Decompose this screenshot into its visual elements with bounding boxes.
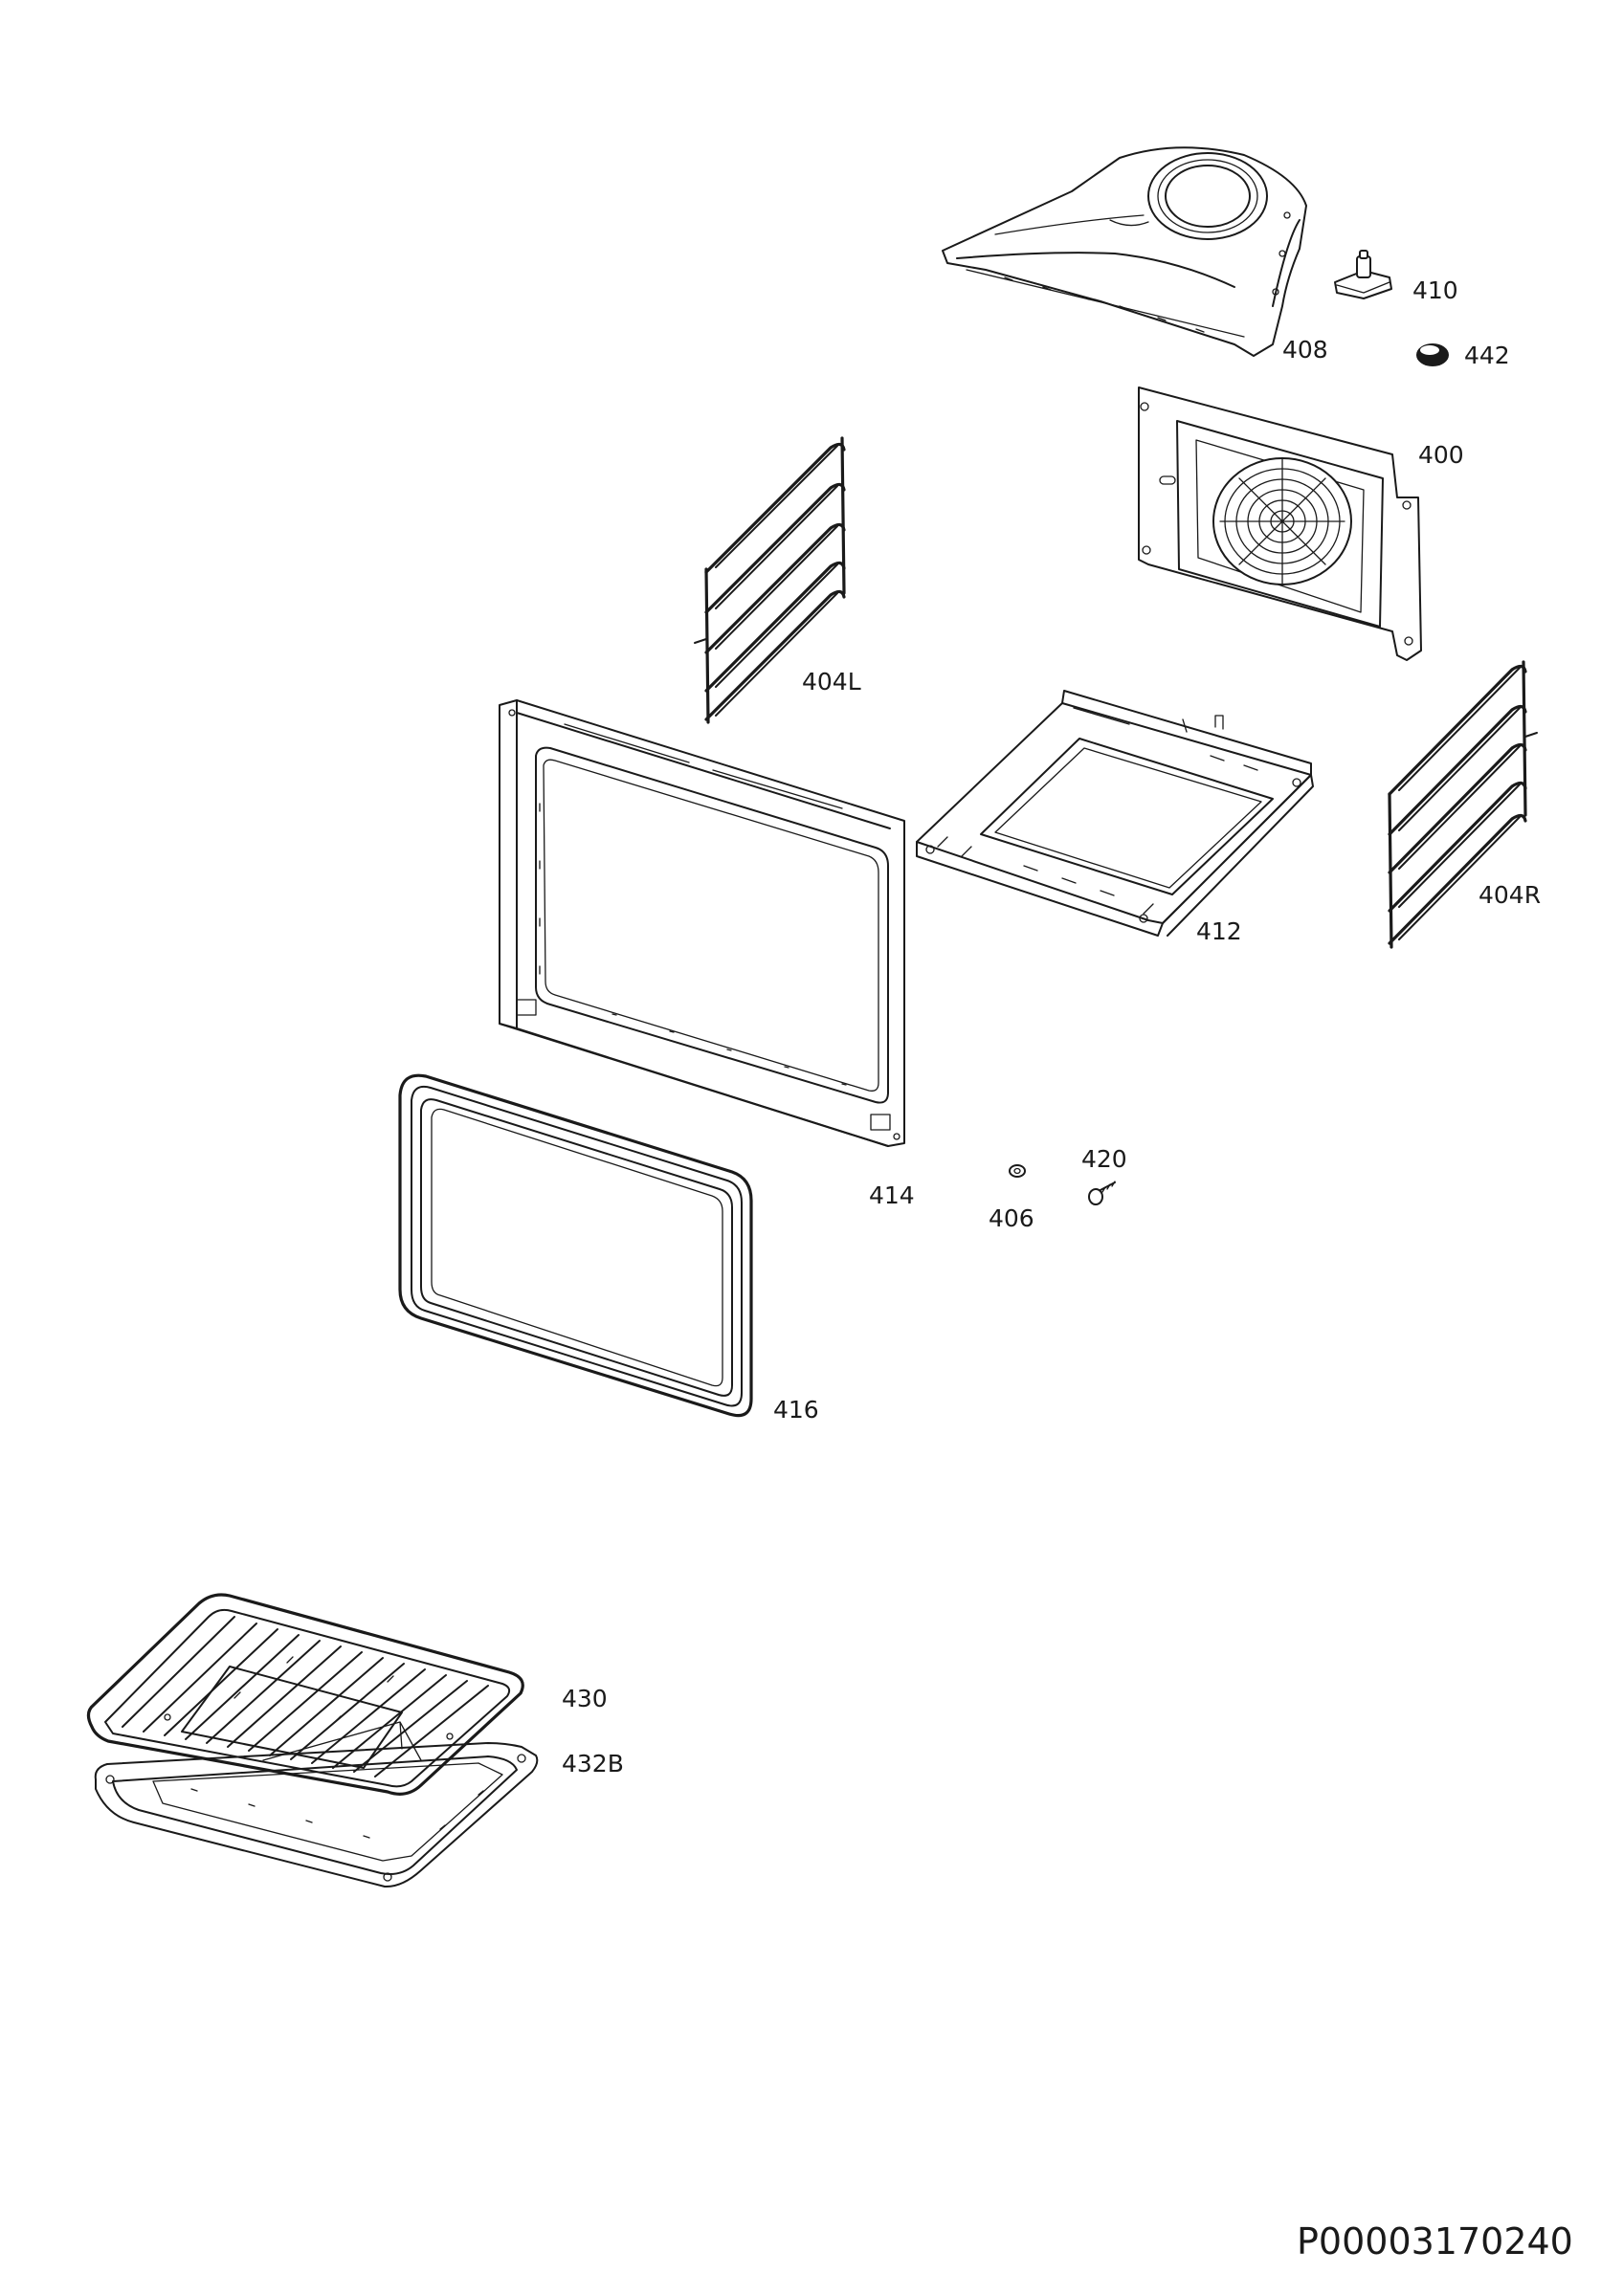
- label-404R: 404R: [1478, 881, 1541, 909]
- part-414-front-frame: [499, 699, 905, 1147]
- label-414: 414: [869, 1181, 915, 1209]
- part-406-nut: [1009, 1164, 1026, 1178]
- part-432B-baking-tray: [94, 1721, 539, 1888]
- label-442: 442: [1464, 342, 1510, 369]
- part-430-wire-shelf: [86, 1593, 524, 1796]
- part-408-fan-duct: [942, 146, 1307, 357]
- part-416-door-seal: [398, 1073, 753, 1418]
- part-412-bottom-frame: [916, 690, 1314, 937]
- label-432B: 432B: [562, 1750, 624, 1777]
- part-400-back-panel: [1138, 386, 1422, 661]
- part-410-sensor: [1334, 250, 1392, 299]
- label-412: 412: [1196, 917, 1242, 945]
- part-404R-shelf-support-right: [1388, 660, 1538, 949]
- label-406: 406: [989, 1204, 1034, 1232]
- part-420-screw: [1088, 1181, 1116, 1205]
- label-410: 410: [1412, 276, 1458, 304]
- label-416: 416: [773, 1396, 819, 1424]
- label-400: 400: [1418, 441, 1464, 469]
- label-420: 420: [1081, 1145, 1127, 1173]
- label-408: 408: [1282, 336, 1328, 364]
- label-430: 430: [562, 1685, 608, 1712]
- document-number: P00003170240: [1297, 2220, 1573, 2263]
- label-404L: 404L: [802, 668, 861, 695]
- part-442-cap: [1416, 343, 1449, 366]
- part-404L-shelf-support-left: [694, 436, 846, 724]
